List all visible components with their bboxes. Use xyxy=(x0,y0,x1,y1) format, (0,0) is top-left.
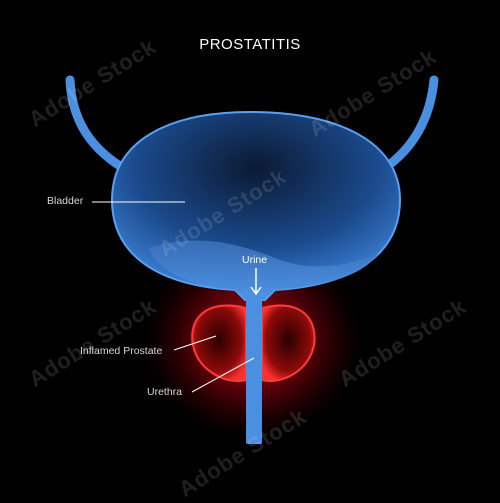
urethra-leader xyxy=(191,357,255,393)
left-ureter xyxy=(65,75,135,177)
label-inflamed-prostate: Inflamed Prostate xyxy=(80,345,163,357)
prostate-leader xyxy=(173,335,217,351)
label-bladder: Bladder xyxy=(47,195,84,207)
urine-fill xyxy=(148,240,380,298)
prostate-left-lobe xyxy=(191,304,247,383)
diagram-title: PROSTATITIS xyxy=(199,36,301,53)
label-urine: Urine xyxy=(242,254,268,266)
prostate-right-lobe xyxy=(261,304,316,383)
urethra-tube xyxy=(246,296,262,444)
urine-arrow-head xyxy=(250,286,262,296)
label-urethra: Urethra xyxy=(147,386,183,398)
